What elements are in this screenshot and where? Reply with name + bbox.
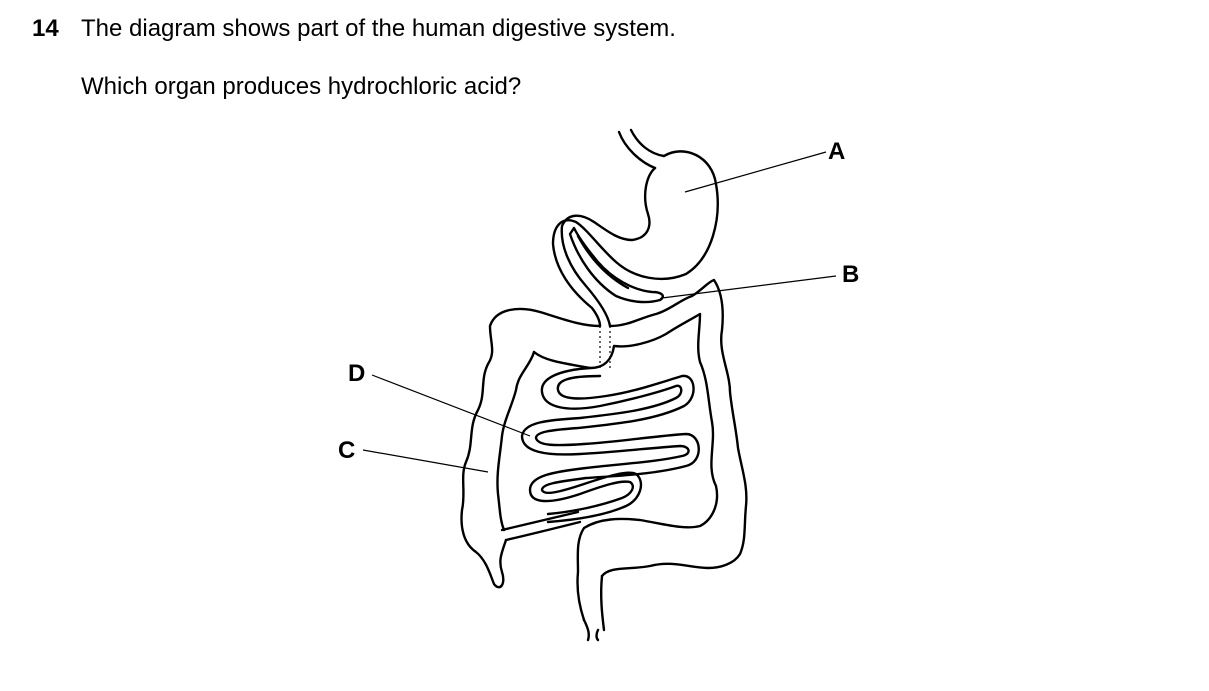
large-intestine: [460, 278, 748, 642]
leader-line-c: [362, 449, 489, 473]
leader-line-b: [661, 275, 837, 299]
label-d: D: [348, 360, 365, 387]
label-c: C: [338, 437, 355, 464]
oesophagus: [617, 128, 666, 170]
pancreas: [568, 226, 664, 304]
small-intestine: [520, 366, 700, 524]
question-prompt: Which organ produces hydrochloric acid?: [81, 73, 522, 100]
duodenal-junction: [599, 326, 611, 368]
leader-line-a: [684, 151, 827, 193]
question-text: The diagram shows part of the human dige…: [81, 15, 676, 42]
stomach: [551, 150, 719, 328]
label-a: A: [828, 138, 845, 165]
label-b: B: [842, 261, 859, 288]
leader-line-d: [371, 374, 531, 437]
question-number: 14: [32, 15, 59, 42]
